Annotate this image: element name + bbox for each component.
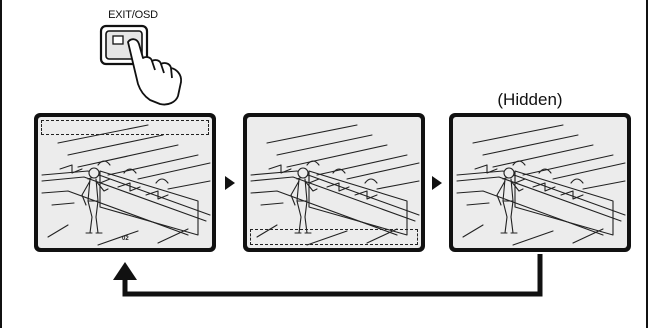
arrow-right-icon xyxy=(225,176,235,190)
arrow-up-icon xyxy=(113,262,137,280)
arrow-right-icon xyxy=(432,176,442,190)
loop-back-arrow xyxy=(125,254,540,294)
